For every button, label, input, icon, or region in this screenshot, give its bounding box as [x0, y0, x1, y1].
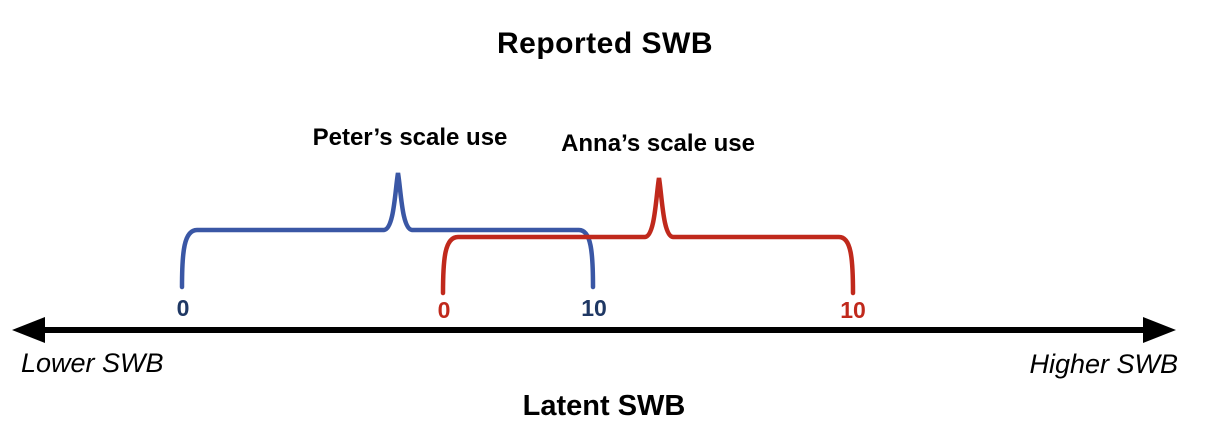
anna-brace — [440, 177, 856, 296]
anna-scale-min: 0 — [437, 297, 451, 323]
axis-title: Latent SWB — [522, 390, 686, 422]
peter-scale-max: 10 — [581, 295, 607, 321]
latent-axis — [12, 317, 1176, 343]
figure-title: Reported SWB — [497, 27, 713, 60]
peter-brace — [179, 172, 596, 290]
peter-scale-min: 0 — [176, 295, 190, 321]
axis-lower-label: Lower SWB — [21, 348, 164, 378]
axis-arrowhead-right — [1143, 317, 1176, 343]
anna-scale-label: Anna’s scale use — [561, 130, 755, 157]
axis-arrowhead-left — [12, 317, 45, 343]
axis-higher-label: Higher SWB — [1029, 349, 1178, 379]
peter-scale-label: Peter’s scale use — [312, 124, 508, 151]
anna-scale-max: 10 — [840, 297, 866, 323]
